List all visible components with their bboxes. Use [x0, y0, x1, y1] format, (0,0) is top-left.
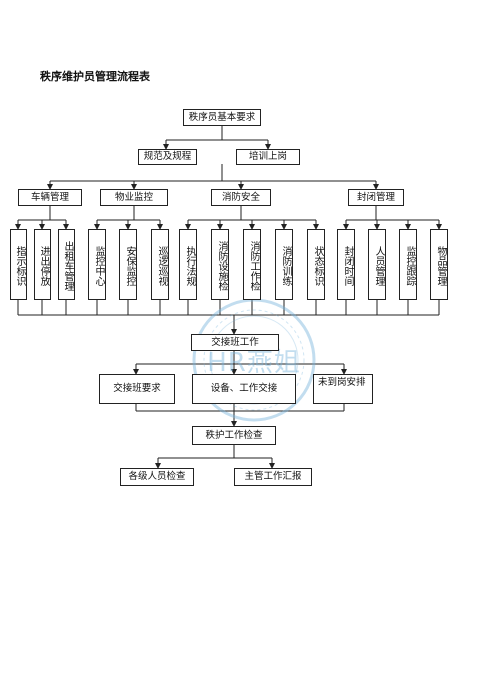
node-absence-arrangement: 未到岗安排 — [313, 374, 373, 404]
node-training: 培训上岗 — [236, 149, 300, 165]
node-equipment-handover: 设备、工作交接 — [192, 374, 296, 404]
category-vehicle: 车辆管理 — [18, 189, 82, 206]
leaf-monitor-1: 监控中心 — [88, 229, 106, 300]
leaf-monitor-2: 安保监控 — [119, 229, 137, 300]
node-work-check: 秩护工作检查 — [192, 426, 276, 445]
leaf-fire-3: 消防工作检 — [243, 229, 261, 300]
leaf-fire-1: 执行法规 — [179, 229, 197, 300]
leaf-monitor-3: 巡逻巡视 — [151, 229, 169, 300]
leaf-fire-4: 消防训练 — [275, 229, 293, 300]
page-title: 秩序维护员管理流程表 — [40, 70, 150, 83]
root-node: 秩序员基本要求 — [183, 109, 261, 126]
category-monitoring: 物业监控 — [100, 189, 168, 206]
leaf-vehicle-3: 出租车管理 — [58, 229, 75, 300]
node-staff-check: 各级人员检查 — [120, 468, 194, 486]
leaf-closed-2: 人员管理 — [368, 229, 386, 300]
category-closed: 封闭管理 — [348, 189, 404, 206]
leaf-vehicle-2: 进出停放 — [34, 229, 51, 300]
leaf-vehicle-1: 指示标识 — [10, 229, 27, 300]
leaf-closed-3: 监控跟踪 — [399, 229, 417, 300]
node-shift-handover: 交接班工作 — [191, 334, 279, 351]
leaf-fire-2: 消防设施检 — [211, 229, 229, 300]
node-shift-requirements: 交接班要求 — [99, 374, 175, 404]
leaf-fire-5: 状态标识 — [307, 229, 325, 300]
leaf-closed-1: 封闭时间 — [337, 229, 355, 300]
node-supervisor-report: 主管工作汇报 — [234, 468, 312, 486]
node-standards: 规范及规程 — [138, 149, 197, 165]
leaf-closed-4: 物品管理 — [430, 229, 448, 300]
category-fire-safety: 消防安全 — [211, 189, 271, 206]
